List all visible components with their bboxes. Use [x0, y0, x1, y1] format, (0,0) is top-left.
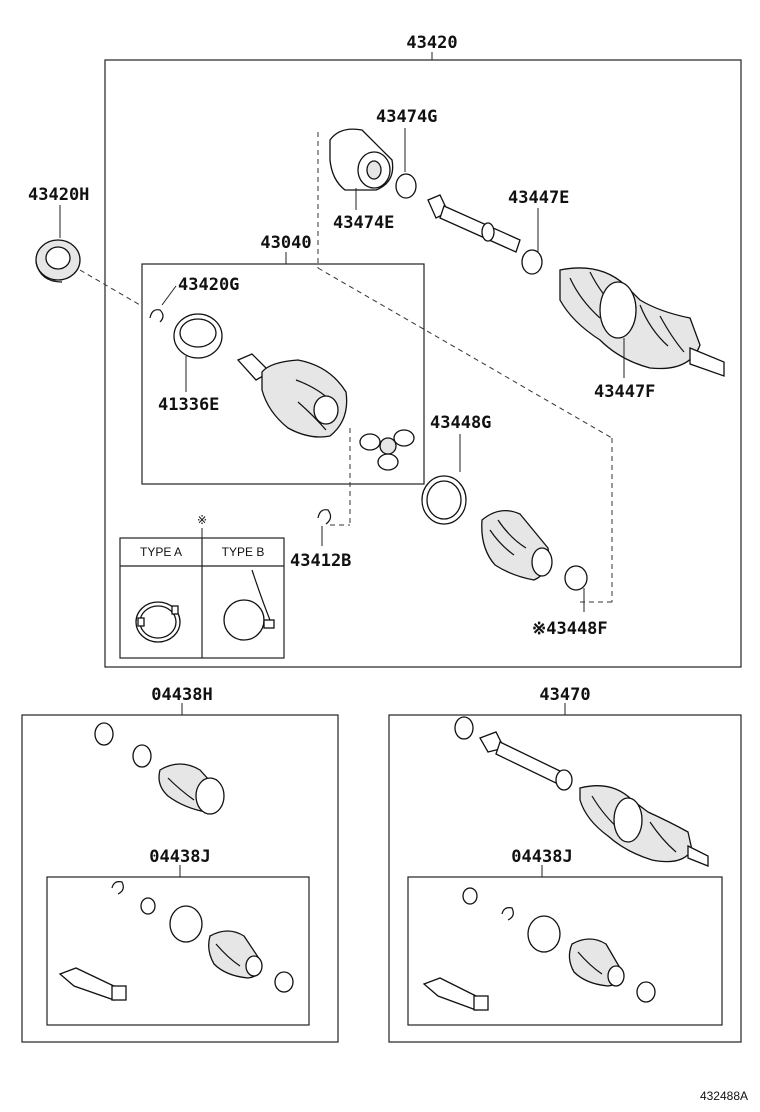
kit-j-right-ring[interactable] [462, 887, 478, 905]
label-43420h[interactable]: 43420H [28, 185, 89, 205]
label-43474e[interactable]: 43474E [333, 213, 394, 233]
kit-j-right-clamp[interactable] [501, 907, 514, 921]
label-43412b[interactable]: 43412B [290, 551, 351, 571]
inner-boot-part[interactable] [481, 509, 553, 581]
label-43040[interactable]: 43040 [260, 233, 311, 253]
clamp-small-part[interactable] [564, 565, 588, 591]
type-a-header: TYPE A [140, 545, 182, 559]
label-04438h[interactable]: 04438H [151, 685, 212, 705]
assembly-frame [104, 59, 742, 668]
label-04438j-right[interactable]: 04438J [511, 847, 572, 867]
kit-j-left-band[interactable] [169, 905, 203, 943]
label-43470[interactable]: 43470 [539, 685, 590, 705]
type-a-clamp[interactable] [135, 601, 181, 643]
bearing-part[interactable] [35, 239, 81, 283]
type-table-mark: ※ [197, 513, 207, 527]
kit-h-clamp-2[interactable] [132, 744, 152, 768]
type-b-clamp[interactable] [223, 569, 275, 641]
assembly-43470-shaft[interactable] [479, 731, 709, 867]
kit-j-right-small-clamp[interactable] [636, 981, 656, 1003]
label-43474g[interactable]: 43474G [376, 107, 437, 127]
kit-j-right-band[interactable] [527, 915, 561, 953]
kit-j-left-ring[interactable] [111, 881, 124, 895]
kit-j-left-frame [46, 876, 310, 1026]
bearing-ring-part[interactable] [173, 313, 223, 359]
assembly-43470-clamp[interactable] [454, 716, 474, 740]
clamp-top-part[interactable] [395, 173, 417, 199]
type-table [119, 537, 285, 659]
kit-j-right-boot[interactable] [568, 938, 625, 987]
kit-j-left-clamp[interactable] [140, 897, 156, 915]
label-43447e[interactable]: 43447E [508, 188, 569, 208]
label-43448g[interactable]: 43448G [430, 413, 491, 433]
boot-clamp-part[interactable] [421, 475, 467, 525]
label-43420g[interactable]: 43420G [178, 275, 239, 295]
label-43448f[interactable]: ※43448F [532, 619, 608, 639]
label-43447f[interactable]: 43447F [594, 382, 655, 402]
snap-ring-part[interactable] [317, 509, 332, 525]
drive-shaft-part[interactable] [427, 194, 725, 377]
inner-joint-housing-part[interactable] [236, 353, 348, 438]
label-41336e[interactable]: 41336E [158, 395, 219, 415]
diagram-ref: 432488A [700, 1089, 748, 1103]
kit-j-left-boot[interactable] [208, 930, 263, 979]
kit-h-boot[interactable] [158, 763, 225, 815]
label-04438j-left[interactable]: 04438J [149, 847, 210, 867]
kit-j-left-small-clamp[interactable] [274, 971, 294, 993]
damper-part[interactable] [329, 128, 394, 191]
kit-j-left-grease-tube[interactable] [58, 967, 127, 1001]
kit-j-right-frame [407, 876, 723, 1026]
kit-h-clamp-1[interactable] [94, 722, 114, 746]
tripod-part[interactable] [359, 429, 415, 471]
kit-j-right-grease-tube[interactable] [422, 977, 489, 1011]
inner-joint-kit-frame [141, 263, 425, 485]
label-43420[interactable]: 43420 [406, 33, 457, 53]
type-b-header: TYPE B [222, 545, 265, 559]
snap-ring-small-part[interactable] [149, 309, 164, 323]
kit-h-frame [21, 714, 339, 1043]
